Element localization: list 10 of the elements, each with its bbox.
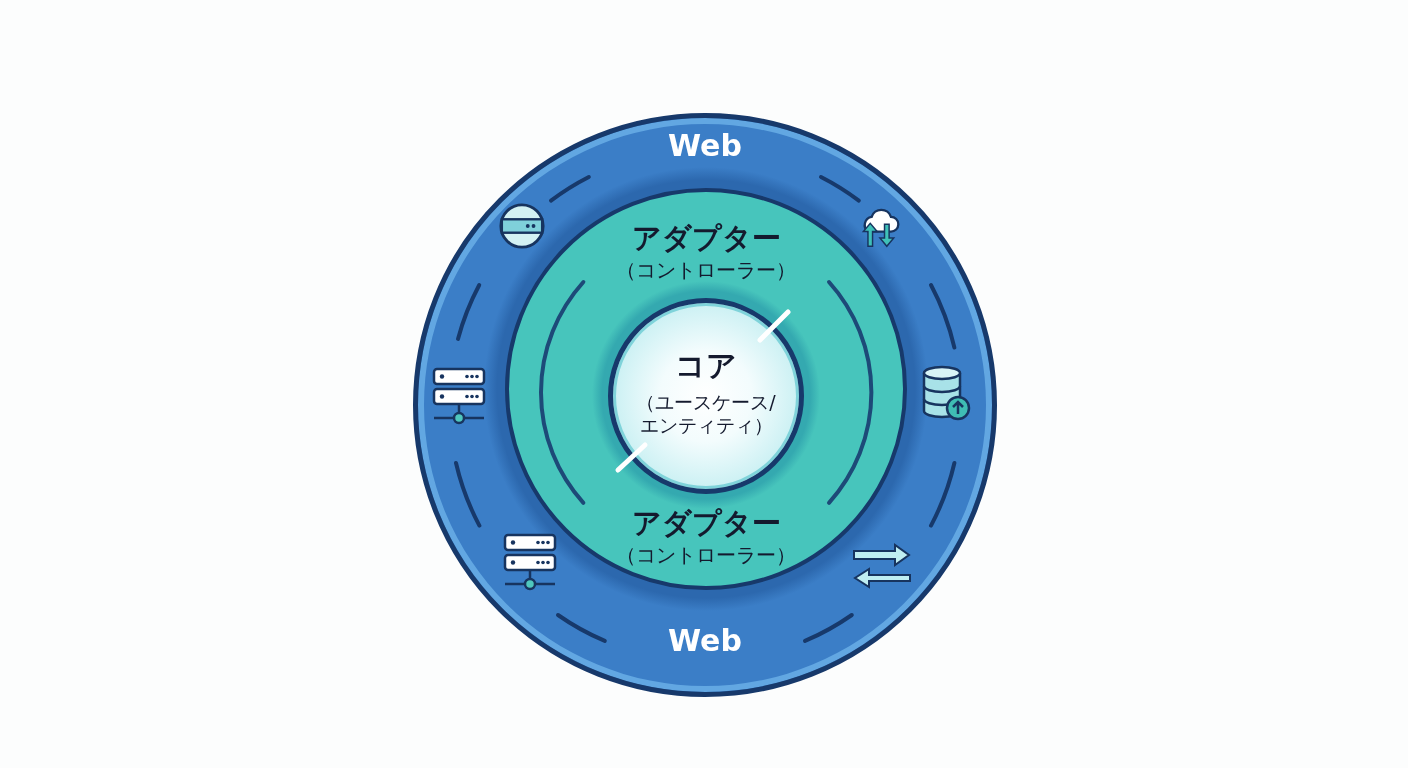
core-title: コア: [675, 348, 737, 384]
ring-label: Web: [668, 128, 742, 164]
core-circle: [608, 298, 804, 494]
ring-subtitle: （コントローラー）: [616, 543, 796, 567]
adapter-ring: [505, 188, 907, 590]
ring-subtitle: （コントローラー）: [616, 258, 796, 282]
ring-title: アダプター: [631, 220, 781, 256]
ring-label: Web: [668, 623, 742, 659]
core-subtitle: （ユースケース/エンティティ）: [635, 391, 777, 437]
ring-title: アダプター: [631, 505, 781, 541]
